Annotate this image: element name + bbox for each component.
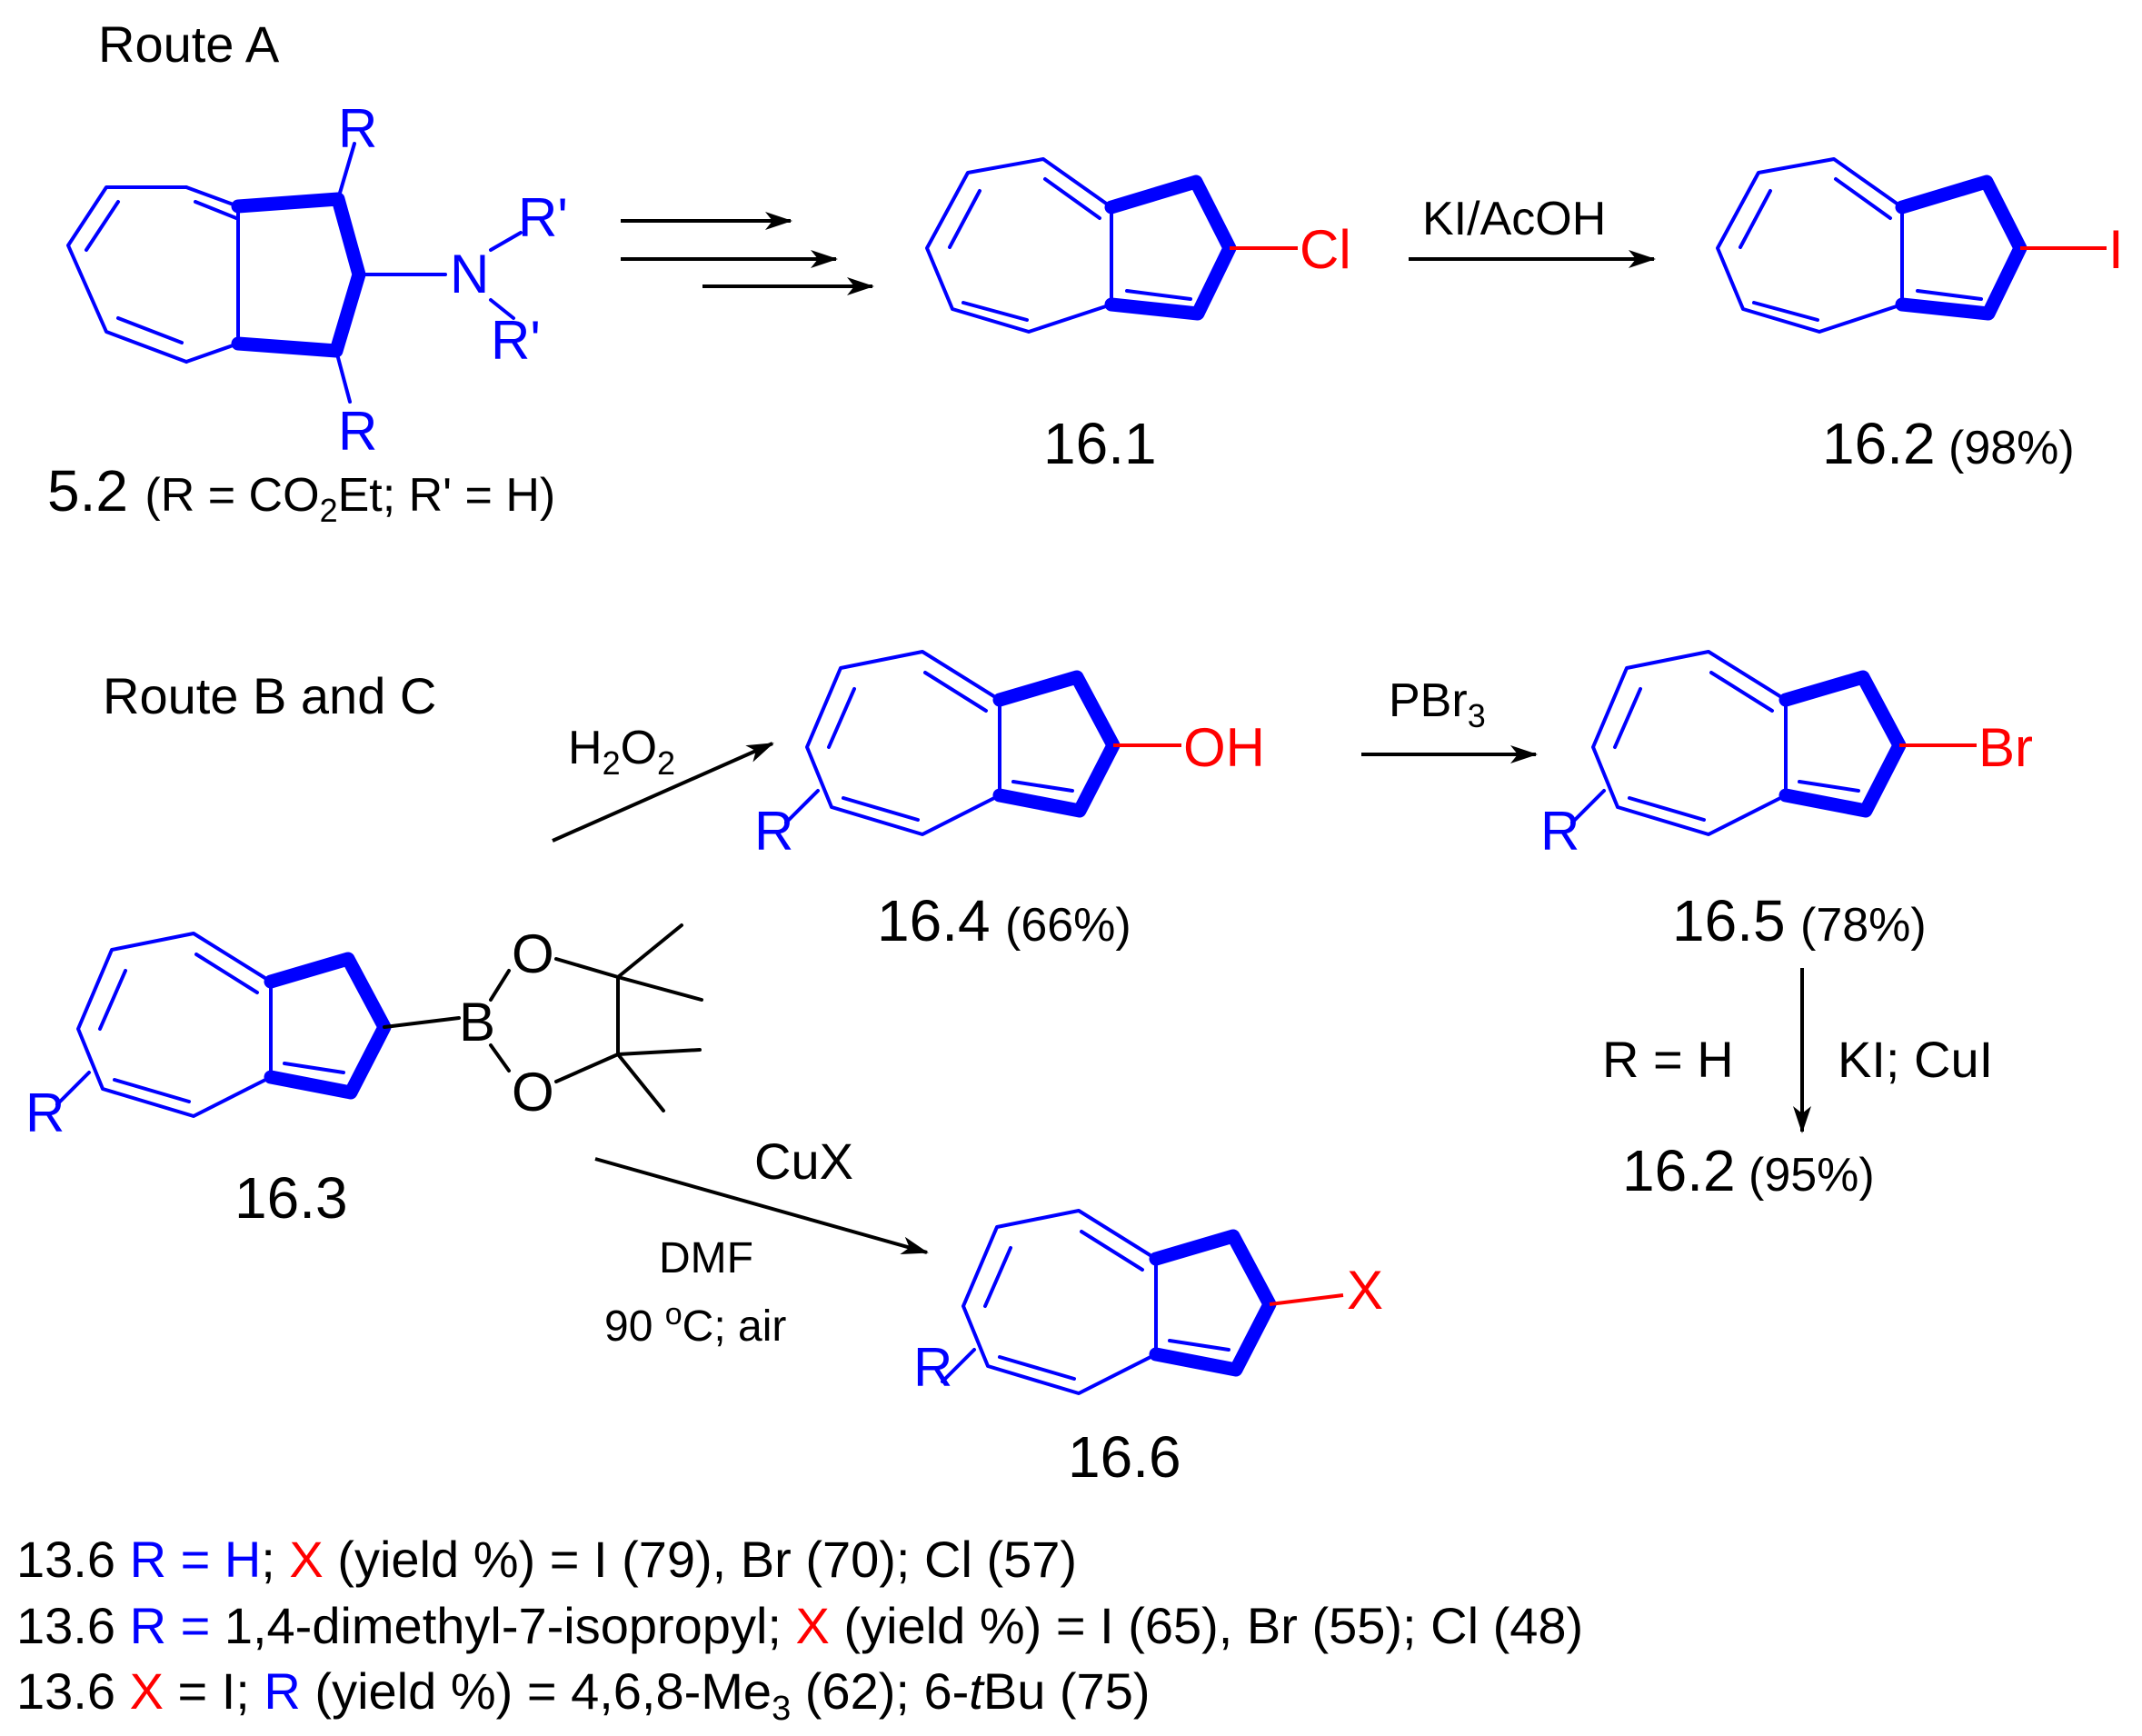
compound-16-6: X R	[913, 1209, 1383, 1398]
atom-r-16-6: R	[913, 1337, 952, 1398]
compound-16-1: Cl	[925, 157, 1351, 334]
substituent-br: Br	[1978, 717, 2033, 778]
note-line-3: 13.6 X = I; R (yield %) = 4,6,8-Me3 (62)…	[16, 1662, 1150, 1728]
note-line-2: 13.6 R = 1,4-dimethyl-7-isopropyl; X (yi…	[16, 1597, 1583, 1654]
note-line-1: 13.6 R = H; X (yield %) = I (79), Br (70…	[16, 1531, 1077, 1588]
compound-16-4: OH R	[754, 650, 1265, 862]
temp-condition: 90 oC; air	[604, 1297, 786, 1351]
arrow-h2o2	[552, 742, 774, 843]
compound-16-2-a-label: 16.2 (98%)	[1822, 411, 2075, 476]
atom-r-16-3: R	[25, 1083, 65, 1143]
substituent-x: X	[1347, 1260, 1383, 1321]
substituent-cl: Cl	[1300, 219, 1351, 280]
substituent-oh: OH	[1183, 717, 1265, 778]
atom-o-1: O	[512, 923, 554, 984]
solvent-dmf: DMF	[659, 1234, 753, 1282]
atom-r-prime-1: R'	[518, 187, 568, 248]
compound-16-1-label: 16.1	[1043, 411, 1157, 476]
compound-16-4-label: 16.4 (66%)	[877, 888, 1131, 953]
atom-o-2: O	[512, 1062, 554, 1122]
arrow-cux	[594, 1157, 929, 1255]
compound-16-6-label: 16.6	[1068, 1424, 1181, 1490]
multistep-arrows	[621, 212, 874, 295]
reagent-ki-acoh: KI/AcOH	[1422, 193, 1606, 245]
atom-r-16-4: R	[754, 801, 793, 862]
route-a-title: Route A	[98, 15, 280, 73]
step-reagent: KI; CuI	[1838, 1031, 1993, 1088]
atom-r-top: R	[338, 98, 377, 159]
reagent-pbr3: PBr3	[1389, 674, 1486, 734]
compound-16-3-label: 16.3	[234, 1165, 348, 1231]
compound-16-5: Br R	[1540, 650, 2033, 862]
compound-16-3: B O O R	[25, 923, 703, 1143]
reagent-cux: CuX	[754, 1132, 853, 1190]
route-bc-title: Route B and C	[103, 667, 436, 724]
step-condition: R = H	[1602, 1031, 1734, 1088]
compound-5-2: R N R' R' R	[66, 98, 568, 462]
atom-r-prime-2: R'	[491, 310, 541, 371]
atom-r-16-5: R	[1540, 801, 1579, 862]
substituent-i: I	[2108, 219, 2124, 280]
compound-16-2-b-label: 16.2 (95%)	[1622, 1138, 1875, 1203]
atom-r-bottom: R	[338, 401, 377, 462]
compound-16-5-label: 16.5 (78%)	[1672, 888, 1927, 953]
compound-16-2-a: I	[1716, 157, 2124, 334]
atom-n: N	[450, 244, 489, 304]
reagent-h2o2: H2O2	[568, 722, 675, 782]
compound-5-2-label: 5.2 (R = CO2Et; R' = H)	[47, 458, 555, 529]
atom-b: B	[459, 992, 495, 1053]
